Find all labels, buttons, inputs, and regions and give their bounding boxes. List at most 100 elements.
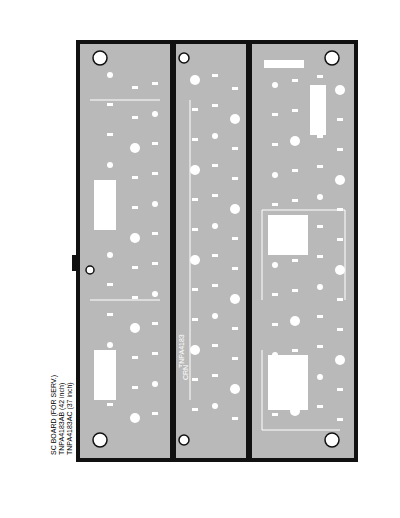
component xyxy=(337,388,343,391)
component xyxy=(107,283,113,286)
component xyxy=(212,194,218,197)
component xyxy=(190,255,200,265)
board-title: TNPA4183AB (42 inch) xyxy=(58,383,65,455)
component xyxy=(272,82,278,88)
component xyxy=(152,111,158,117)
component xyxy=(317,135,323,138)
component xyxy=(132,266,138,269)
component xyxy=(212,104,218,107)
component xyxy=(107,133,113,136)
component xyxy=(212,133,218,139)
component xyxy=(152,322,158,325)
component xyxy=(232,267,238,270)
component xyxy=(192,318,198,321)
component xyxy=(190,75,200,85)
component xyxy=(337,298,343,301)
component xyxy=(107,252,113,258)
component xyxy=(335,85,345,95)
component xyxy=(337,118,343,121)
component xyxy=(272,323,278,326)
component xyxy=(272,233,278,236)
component xyxy=(152,412,158,415)
component xyxy=(337,148,343,151)
component xyxy=(152,262,158,265)
component xyxy=(212,164,218,167)
component xyxy=(107,342,113,348)
component xyxy=(132,86,138,89)
component xyxy=(290,136,300,146)
component xyxy=(272,172,278,178)
component xyxy=(292,199,298,202)
component xyxy=(335,265,345,275)
component xyxy=(132,386,138,389)
component xyxy=(192,198,198,201)
component xyxy=(192,288,198,291)
component xyxy=(107,373,113,376)
component xyxy=(317,225,323,228)
board-marking: CRN xyxy=(182,365,189,380)
component xyxy=(317,104,323,110)
component xyxy=(272,413,278,416)
component xyxy=(107,223,113,226)
component xyxy=(152,142,158,145)
component xyxy=(232,357,238,360)
component xyxy=(212,284,218,287)
component xyxy=(107,162,113,168)
component xyxy=(317,165,323,168)
component xyxy=(290,226,300,236)
component xyxy=(132,176,138,179)
component xyxy=(272,143,278,146)
component xyxy=(132,296,138,299)
board-title: SC BOARD (FOR SERV.) xyxy=(50,375,57,455)
component xyxy=(317,194,323,200)
component xyxy=(192,378,198,381)
component xyxy=(212,313,218,319)
component xyxy=(292,349,298,352)
component xyxy=(292,379,298,382)
component xyxy=(232,417,238,420)
component xyxy=(190,165,200,175)
component xyxy=(192,108,198,111)
component xyxy=(212,223,218,229)
component xyxy=(290,316,300,326)
component xyxy=(292,109,298,112)
component xyxy=(152,381,158,387)
component xyxy=(317,345,323,348)
component xyxy=(337,418,343,421)
component xyxy=(272,383,278,386)
component xyxy=(337,238,343,241)
component xyxy=(292,169,298,172)
component xyxy=(335,175,345,185)
component xyxy=(335,355,345,365)
component xyxy=(212,374,218,377)
component xyxy=(212,403,218,409)
component xyxy=(107,72,113,78)
component xyxy=(337,208,343,211)
component xyxy=(292,289,298,292)
component xyxy=(212,254,218,257)
component xyxy=(192,138,198,141)
component xyxy=(317,374,323,380)
component xyxy=(272,262,278,268)
component xyxy=(272,293,278,296)
component xyxy=(317,315,323,318)
component xyxy=(272,113,278,116)
component xyxy=(152,352,158,355)
component xyxy=(292,259,298,262)
component xyxy=(232,327,238,330)
component xyxy=(292,79,298,82)
component xyxy=(290,406,300,416)
component xyxy=(107,193,113,196)
component xyxy=(107,403,113,406)
component xyxy=(192,408,198,411)
component xyxy=(132,356,138,359)
component xyxy=(152,201,158,207)
component xyxy=(152,82,158,85)
board-title: TNPA4183AC (37 inch) xyxy=(66,382,73,455)
component xyxy=(272,352,278,358)
component xyxy=(130,233,140,243)
component xyxy=(337,328,343,331)
component xyxy=(132,206,138,209)
component xyxy=(130,323,140,333)
